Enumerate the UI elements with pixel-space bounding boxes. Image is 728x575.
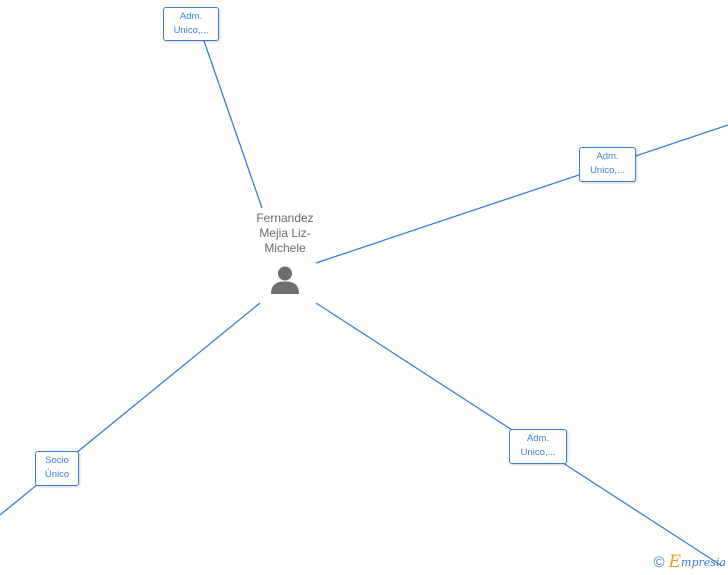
person-name: Fernandez Mejia Liz-Michele bbox=[256, 211, 314, 255]
role-label-line2: Único bbox=[44, 469, 70, 480]
person-node[interactable]: Fernandez Mejia Liz-Michele bbox=[237, 211, 333, 295]
brand-initial: E bbox=[668, 552, 682, 572]
role-label-line2: Unico,... bbox=[520, 447, 556, 458]
role-box-right[interactable]: Adm. Unico,... bbox=[579, 147, 636, 182]
brand-watermark: © E mpresia bbox=[654, 552, 726, 572]
edge-right bbox=[315, 124, 728, 264]
copyright-icon: © bbox=[653, 553, 665, 571]
role-box-bottom-right[interactable]: Adm. Unico,... bbox=[509, 429, 567, 464]
role-label-line1: Adm. bbox=[526, 433, 550, 444]
role-box-top[interactable]: Adm. Unico,... bbox=[163, 7, 219, 41]
role-label-line1: Socio bbox=[45, 455, 69, 466]
role-label-line1: Adm. bbox=[179, 11, 203, 22]
brand-name: mpresia bbox=[681, 555, 726, 569]
role-box-bottom-left[interactable]: Socio Único bbox=[35, 451, 79, 486]
edge-top bbox=[202, 37, 263, 209]
role-label-line2: Unico,... bbox=[590, 165, 625, 176]
role-label-line1: Adm. bbox=[596, 151, 619, 162]
role-label-line2: Unico,... bbox=[173, 25, 209, 36]
person-icon bbox=[271, 266, 299, 294]
